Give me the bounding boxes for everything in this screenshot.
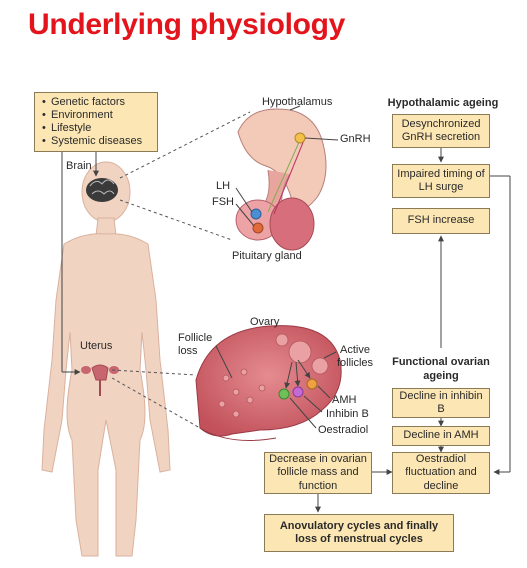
uterus-icon xyxy=(81,364,119,396)
ovarian-ageing-header: Functional ovarian ageing xyxy=(392,356,490,382)
amh-label: AMH xyxy=(332,394,357,406)
risk-factors-box: Genetic factors Environment Lifestyle Sy… xyxy=(34,92,158,152)
follicles xyxy=(218,333,329,418)
oestradiol-dot xyxy=(278,388,290,400)
uterus-label: Uterus xyxy=(80,340,113,352)
gnrh-label: GnRH xyxy=(340,133,371,145)
impaired-lh-surge-box: Impaired timing of LH surge xyxy=(392,164,490,198)
active-follicles-label: Active follicles xyxy=(336,344,374,369)
outcome-box: Anovulatory cycles and finally loss of m… xyxy=(264,514,454,552)
gnrh-dot xyxy=(294,132,306,144)
fsh-dot xyxy=(252,222,264,234)
page-title: Underlying physiology xyxy=(28,8,346,41)
decrease-follicle-mass-box: Decrease in ovarian follicle mass and fu… xyxy=(264,452,372,494)
decline-inhibin-box: Decline in inhibin B xyxy=(392,388,490,418)
body-silhouette xyxy=(41,161,171,557)
oestradiol-fluctuation-box: Oestradiol fluctuation and decline xyxy=(392,452,490,494)
risk-factor-item: Lifestyle xyxy=(42,122,151,135)
risk-factor-item: Genetic factors xyxy=(42,96,151,109)
oestradiol-label: Oestradiol xyxy=(318,424,369,436)
amh-dot xyxy=(306,378,318,390)
risk-factor-item: Systemic diseases xyxy=(42,135,151,148)
brain-icon xyxy=(86,178,118,202)
pituitary-label: Pituitary gland xyxy=(232,250,302,262)
inhibin-dot xyxy=(292,386,304,398)
follicle-loss-label: Follicle loss xyxy=(178,332,213,357)
fsh-label: FSH xyxy=(212,196,234,208)
hypothalamic-ageing-header: Hypothalamic ageing xyxy=(387,97,499,109)
brain-label: Brain xyxy=(66,160,92,172)
decline-amh-box: Decline in AMH xyxy=(392,426,490,446)
fsh-increase-box: FSH increase xyxy=(392,208,490,234)
risk-factor-item: Environment xyxy=(42,109,151,122)
hypothalamus-label: Hypothalamus xyxy=(262,96,333,108)
lh-dot xyxy=(250,208,262,220)
inhibin-b-label: Inhibin B xyxy=(326,408,369,420)
pituitary-illustration xyxy=(235,108,327,251)
lh-label: LH xyxy=(216,180,231,192)
desynchronized-gnrh-box: Desynchronized GnRH secretion xyxy=(392,114,490,148)
ovary-label: Ovary xyxy=(250,316,280,328)
